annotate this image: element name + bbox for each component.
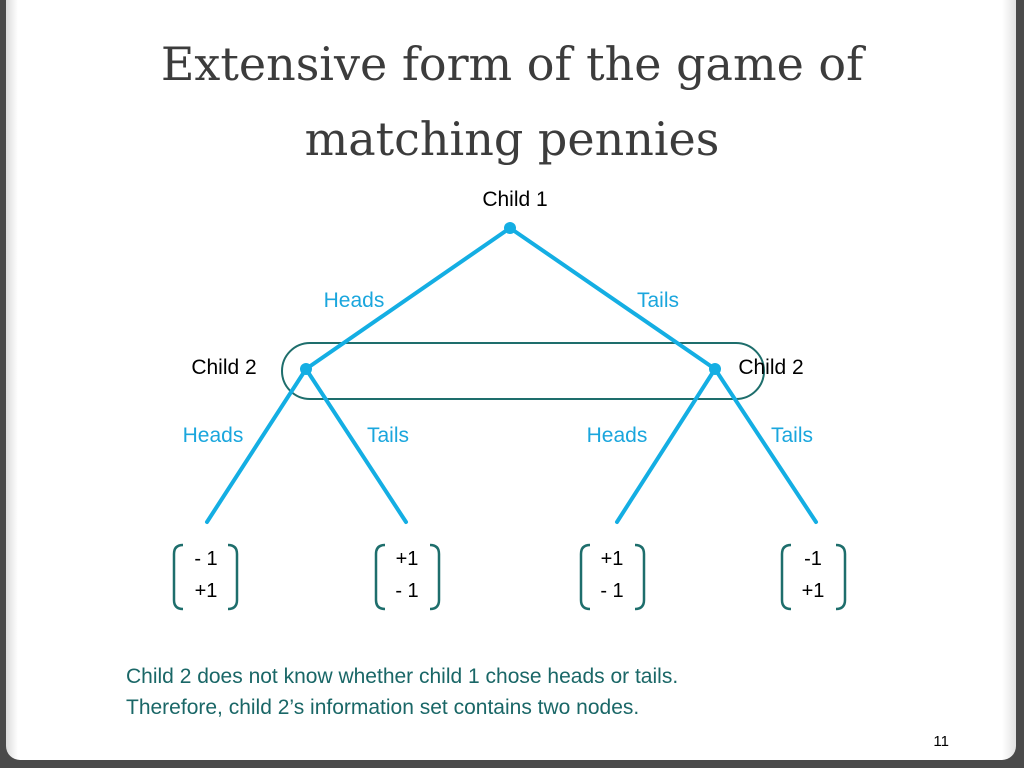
branch-left-tails xyxy=(304,367,408,524)
payoff-4-right-bracket xyxy=(835,543,847,611)
slide xyxy=(6,0,1016,760)
payoff-2-child-2: - 1 xyxy=(395,580,418,602)
payoff-1-child-1: - 1 xyxy=(194,548,217,570)
slide-page-number: 11 xyxy=(933,733,949,750)
branch-left-heads xyxy=(205,367,308,524)
payoff-1-right-bracket xyxy=(227,543,239,611)
left-move-tails-label: Tails xyxy=(367,424,409,447)
payoff-2-left-bracket xyxy=(374,543,386,611)
left-move-heads-label: Heads xyxy=(183,424,244,447)
root-player-label: Child 1 xyxy=(482,188,547,211)
payoff-1-child-2: +1 xyxy=(195,580,218,602)
slide-title-line-2: matching pennies xyxy=(304,112,720,166)
payoff-4-child-1: -1 xyxy=(804,548,822,570)
root-node xyxy=(504,222,516,234)
payoff-vector-1: - 1 +1 xyxy=(172,543,239,611)
right-move-tails-label: Tails xyxy=(771,424,813,447)
payoff-3-right-bracket xyxy=(634,543,646,611)
right-player-label: Child 2 xyxy=(738,356,803,379)
slide-title-line-1: Extensive form of the game of xyxy=(160,37,864,91)
branch-root-heads xyxy=(304,226,512,371)
payoff-vector-4: -1 +1 xyxy=(780,543,847,611)
branch-right-heads xyxy=(615,367,717,524)
branch-root-tails xyxy=(508,226,717,371)
left-player-label: Child 2 xyxy=(191,356,256,379)
payoff-2-child-1: +1 xyxy=(396,548,419,570)
payoff-vector-2: +1 - 1 xyxy=(374,543,441,611)
left-decision-node xyxy=(300,363,312,375)
payoff-1-left-bracket xyxy=(172,543,184,611)
note-line-2: Therefore, child 2’s information set con… xyxy=(126,696,639,719)
root-move-heads-label: Heads xyxy=(324,289,385,312)
right-move-heads-label: Heads xyxy=(587,424,648,447)
right-decision-node xyxy=(709,363,721,375)
information-set-outline xyxy=(281,342,765,400)
root-move-tails-label: Tails xyxy=(637,289,679,312)
payoff-2-right-bracket xyxy=(429,543,441,611)
payoff-4-child-2: +1 xyxy=(802,580,825,602)
payoff-3-left-bracket xyxy=(579,543,591,611)
payoff-3-child-2: - 1 xyxy=(600,580,623,602)
branch-right-tails xyxy=(713,367,818,524)
payoff-4-left-bracket xyxy=(780,543,792,611)
payoff-vector-3: +1 - 1 xyxy=(579,543,646,611)
payoff-3-child-1: +1 xyxy=(601,548,624,570)
note-line-1: Child 2 does not know whether child 1 ch… xyxy=(126,665,678,688)
